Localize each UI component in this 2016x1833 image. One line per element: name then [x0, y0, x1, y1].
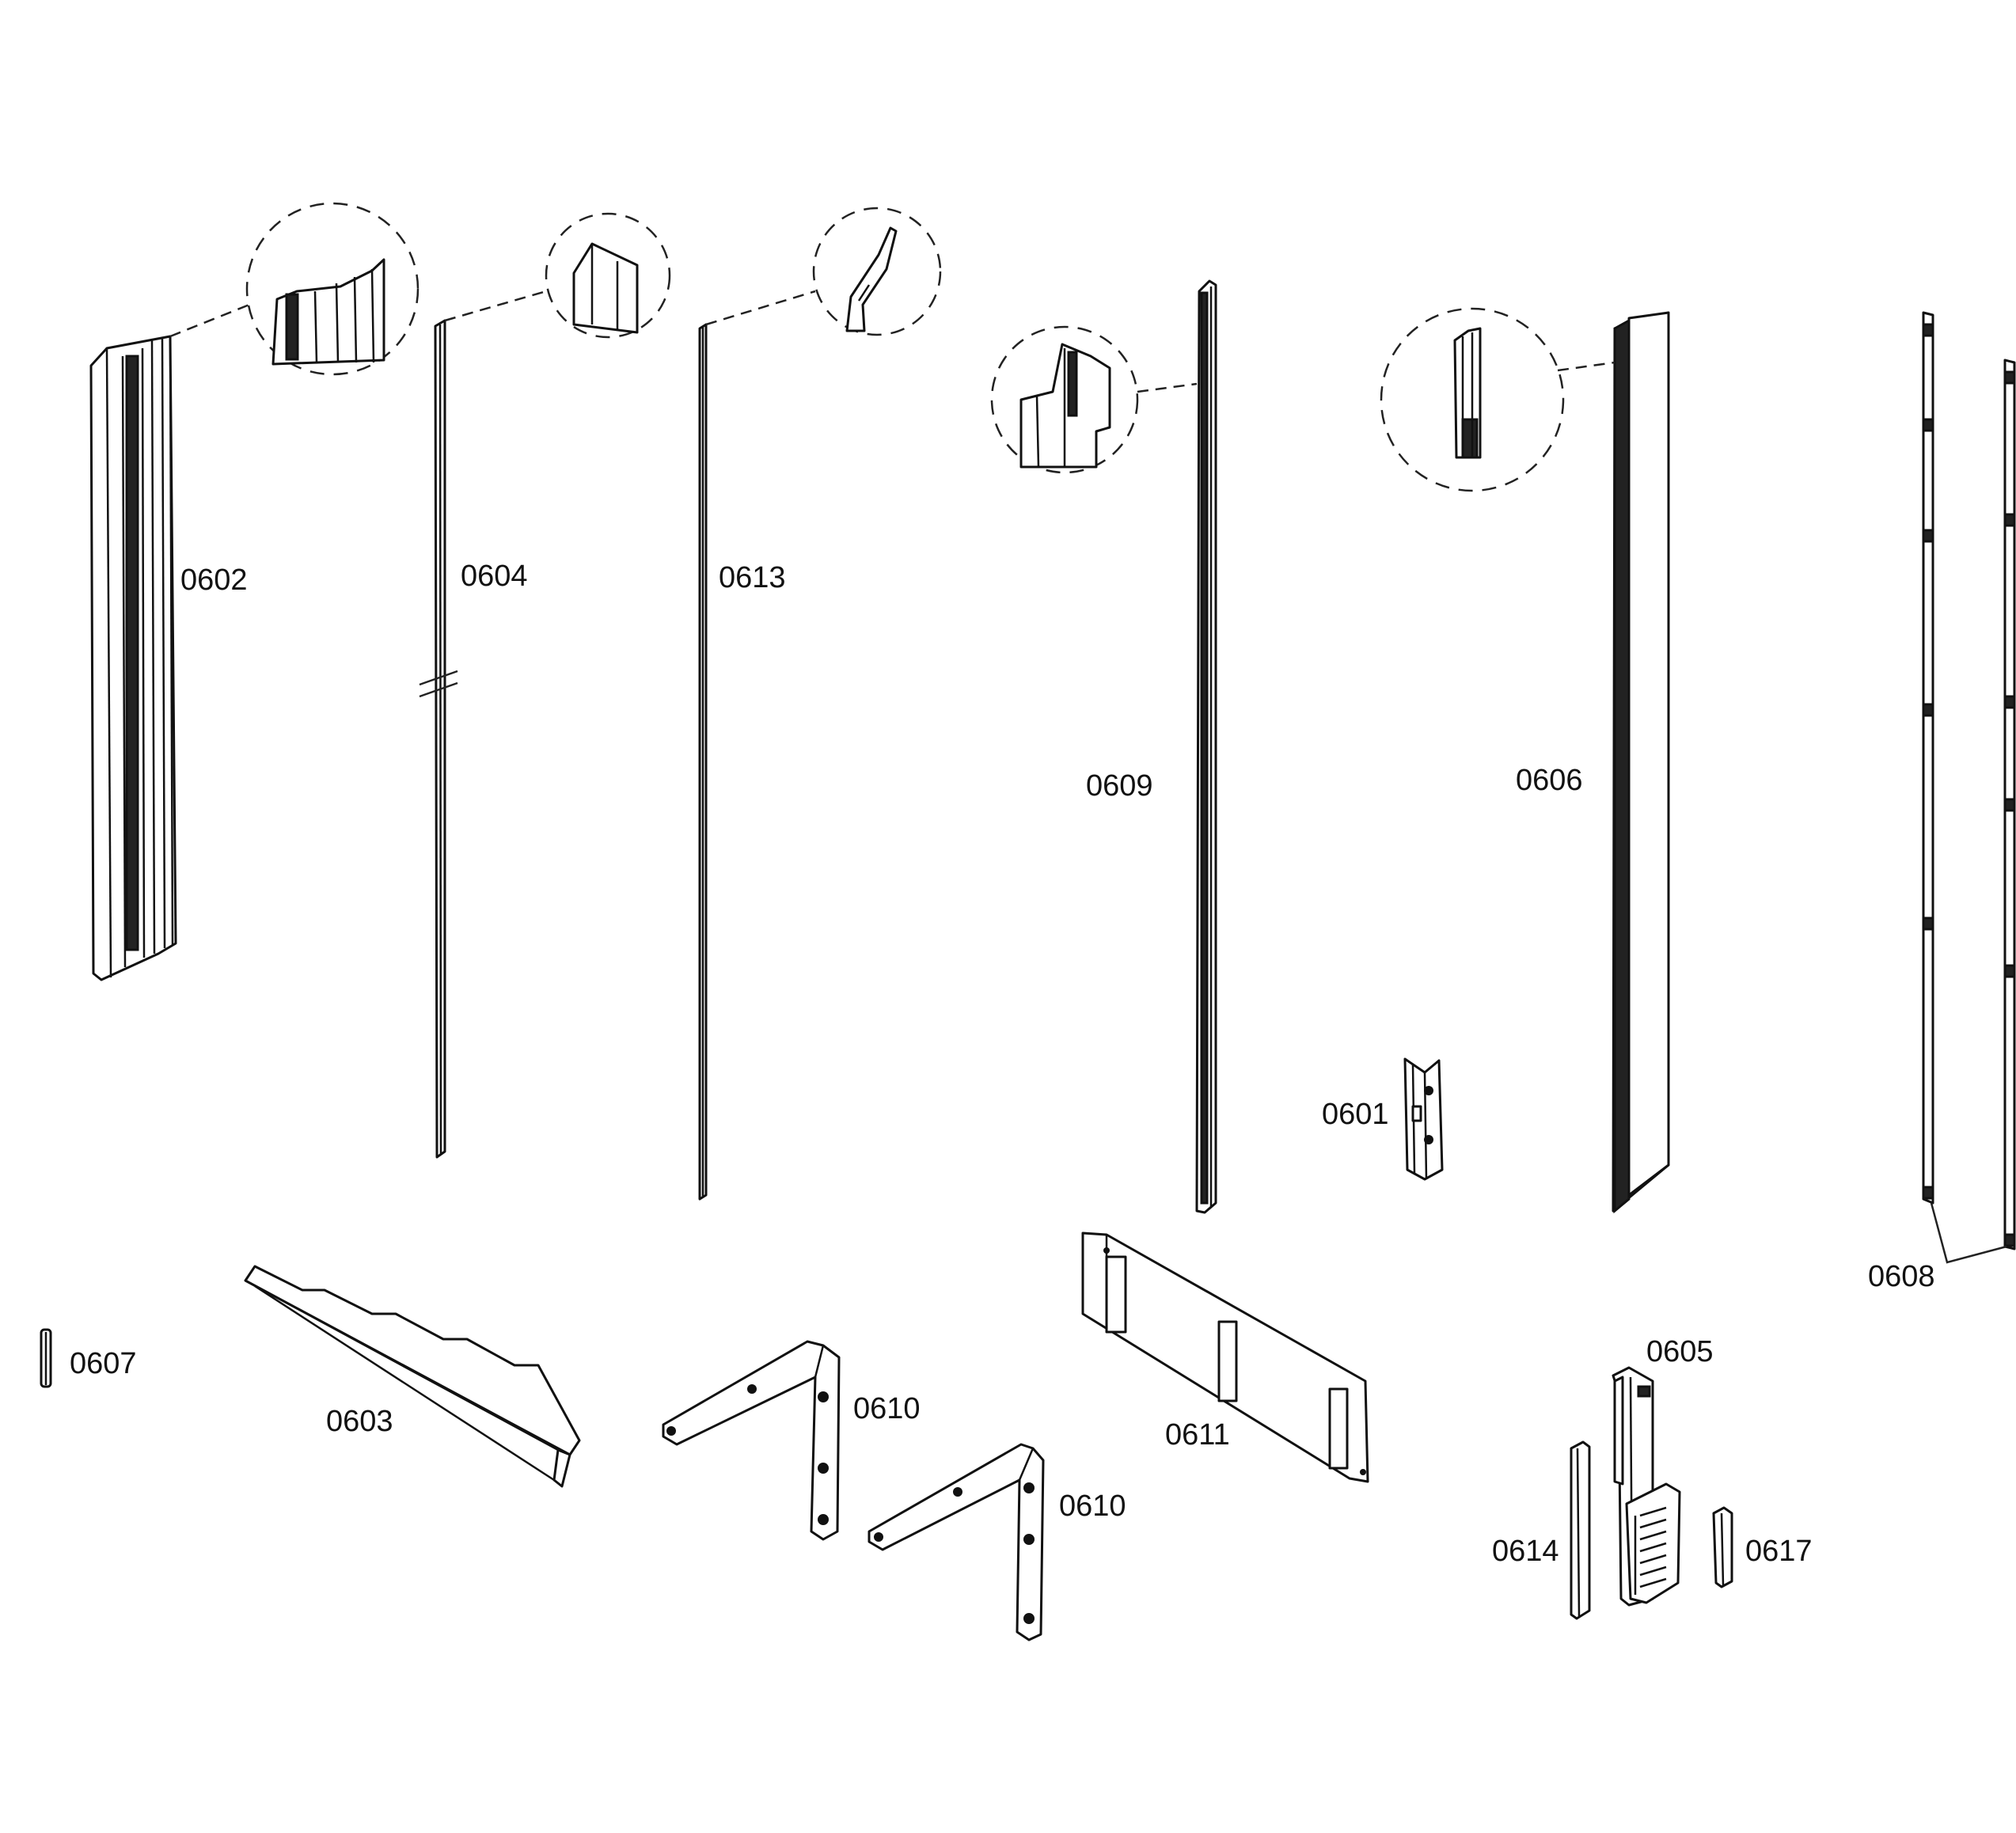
- label-0611[interactable]: 0611: [1165, 1418, 1230, 1452]
- detail-profile-0613: [845, 226, 898, 332]
- part-0606-drawing[interactable]: [1612, 311, 1670, 1214]
- label-0607[interactable]: 0607: [70, 1347, 137, 1380]
- part-0617-drawing[interactable]: [1712, 1506, 1733, 1588]
- label-0605[interactable]: 0605: [1646, 1335, 1714, 1368]
- label-0604[interactable]: 0604: [461, 560, 528, 593]
- label-0617[interactable]: 0617: [1745, 1535, 1813, 1568]
- part-0603-drawing[interactable]: [244, 1265, 581, 1488]
- label-0608[interactable]: 0608: [1868, 1260, 1935, 1293]
- detail-circle-0613: [812, 207, 942, 336]
- detail-profile-0609: [1019, 343, 1111, 469]
- detail-circle-0602: [245, 202, 420, 376]
- leader-0609: [1137, 382, 1198, 393]
- leader-0606: [1557, 361, 1615, 372]
- detail-profile-0602: [271, 258, 385, 366]
- label-0602[interactable]: 0602: [180, 564, 248, 597]
- part-0611-drawing[interactable]: [1081, 1231, 1369, 1483]
- part-0602-drawing[interactable]: [89, 335, 177, 981]
- detail-circle-0609: [990, 325, 1139, 474]
- label-0603[interactable]: 0603: [326, 1405, 393, 1438]
- label-0610-b[interactable]: 0610: [1059, 1490, 1126, 1523]
- part-0609-drawing[interactable]: [1195, 279, 1217, 1214]
- part-0604-drawing[interactable]: [419, 319, 458, 1159]
- leader-0602: [169, 303, 250, 338]
- detail-profile-0604: [572, 242, 639, 334]
- part-0607-drawing[interactable]: [40, 1328, 52, 1388]
- part-0613-drawing[interactable]: [698, 323, 708, 1201]
- detail-profile-0606: [1453, 327, 1482, 459]
- part-0605-drawing[interactable]: [1612, 1366, 1681, 1607]
- leader-0604: [444, 290, 547, 322]
- label-0613[interactable]: 0613: [719, 561, 786, 594]
- label-0614[interactable]: 0614: [1492, 1535, 1559, 1568]
- detail-circle-0604: [545, 212, 671, 339]
- label-0610-a[interactable]: 0610: [853, 1392, 921, 1425]
- part-0610-b-drawing[interactable]: [868, 1443, 1045, 1641]
- part-0614-drawing[interactable]: [1570, 1440, 1591, 1620]
- leader-0613: [705, 290, 816, 326]
- part-0608-drawing[interactable]: [1922, 311, 2016, 1264]
- part-0601-drawing[interactable]: [1403, 1057, 1444, 1181]
- label-0601[interactable]: 0601: [1322, 1098, 1389, 1131]
- label-0609[interactable]: 0609: [1086, 769, 1153, 803]
- label-0606[interactable]: 0606: [1516, 764, 1583, 797]
- detail-circle-0606: [1380, 307, 1565, 492]
- part-0610-a-drawing[interactable]: [662, 1340, 841, 1541]
